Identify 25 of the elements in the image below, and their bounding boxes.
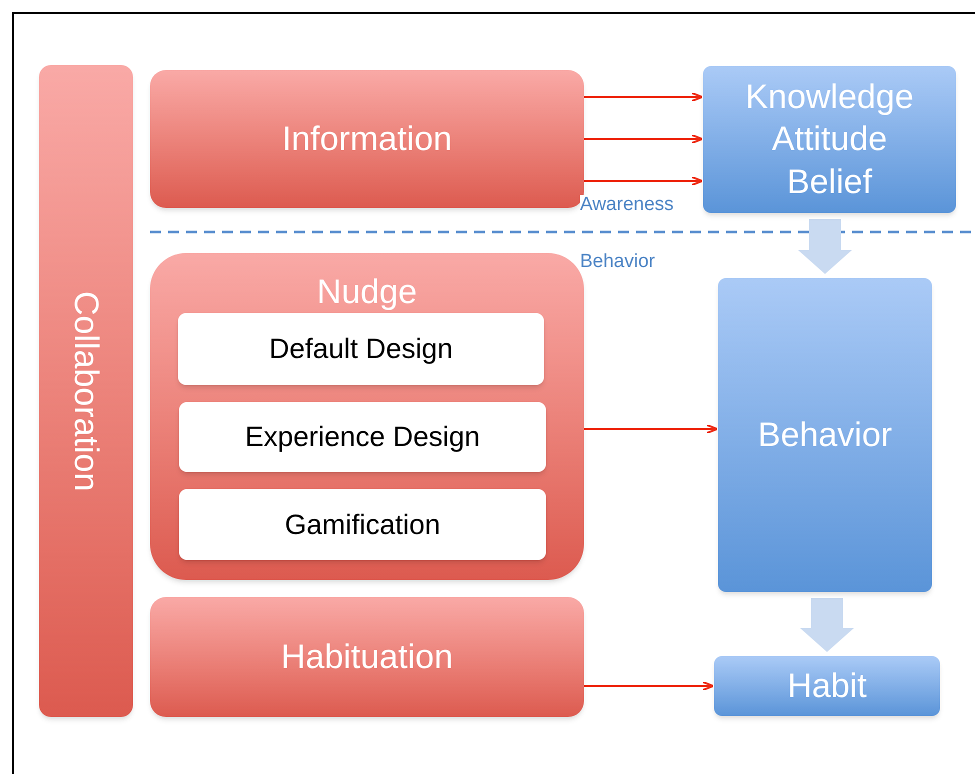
arrow [584, 681, 714, 691]
block-arrow [798, 219, 852, 274]
arrow [584, 176, 703, 186]
process-bar [39, 65, 133, 717]
outcome-box [714, 656, 940, 716]
node-label: Default Design [269, 332, 453, 366]
node-label: Knowledge Attitude Belief [744, 76, 915, 203]
arrow [584, 424, 718, 434]
outcome-box [703, 66, 956, 213]
block-arrow [800, 598, 854, 652]
item-box [178, 313, 544, 385]
process-box [150, 597, 584, 717]
node-label: Habit [786, 666, 868, 707]
node-label: Experience Design [244, 420, 480, 454]
node-label: Habituation [280, 636, 453, 678]
item-box [179, 489, 546, 560]
node-label: Behavior [756, 414, 894, 456]
node-label: Information [282, 118, 452, 160]
node-label: Nudge [316, 275, 418, 309]
arrow [584, 134, 703, 144]
arrow [584, 92, 703, 102]
node-label: Gamification [284, 508, 440, 542]
node-label: Collaboration [69, 290, 103, 492]
outcome-box [718, 278, 932, 592]
item-box [179, 402, 546, 472]
